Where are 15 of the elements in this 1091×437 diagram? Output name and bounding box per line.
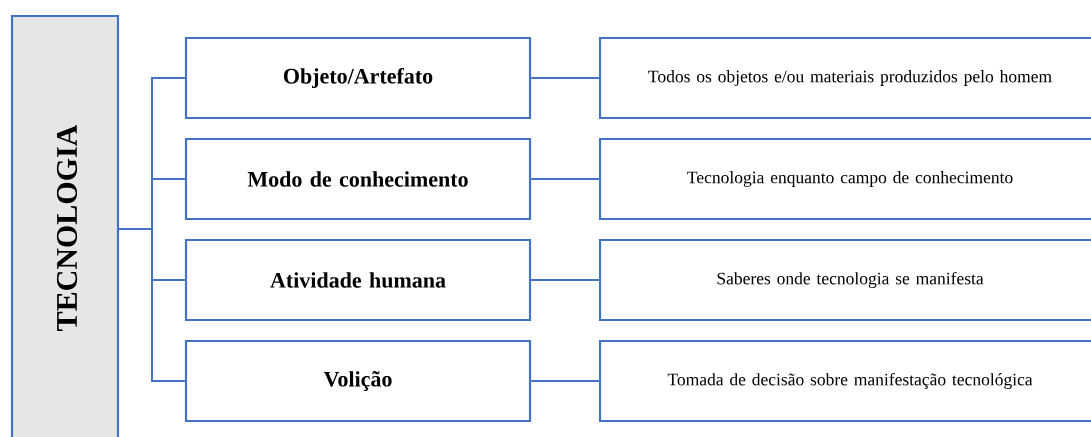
description-box: Tecnologia enquanto campo de conhecimento [598, 137, 1091, 221]
description-box: Saberes onde tecnologia se manifesta [598, 238, 1091, 322]
connector-line [530, 380, 600, 382]
category-label: TECNOLOGIA [56, 124, 78, 331]
concept-box: Modo de conhecimento [184, 137, 532, 221]
category-box [10, 14, 120, 437]
connector-line [530, 77, 600, 79]
description-box: Todos os objetos e/ou materiais produzidos pelo homem [598, 36, 1091, 120]
concept-box: Atividade humana [184, 238, 532, 322]
concept-box: Objeto/Artefato [184, 36, 532, 120]
connector-line [530, 178, 600, 180]
description-box: Tomada de decisão sobre manifestação tecnológica [598, 339, 1091, 423]
connector-line [118, 228, 186, 382]
concept-box: Volição [184, 339, 532, 423]
connector-line [530, 279, 600, 281]
